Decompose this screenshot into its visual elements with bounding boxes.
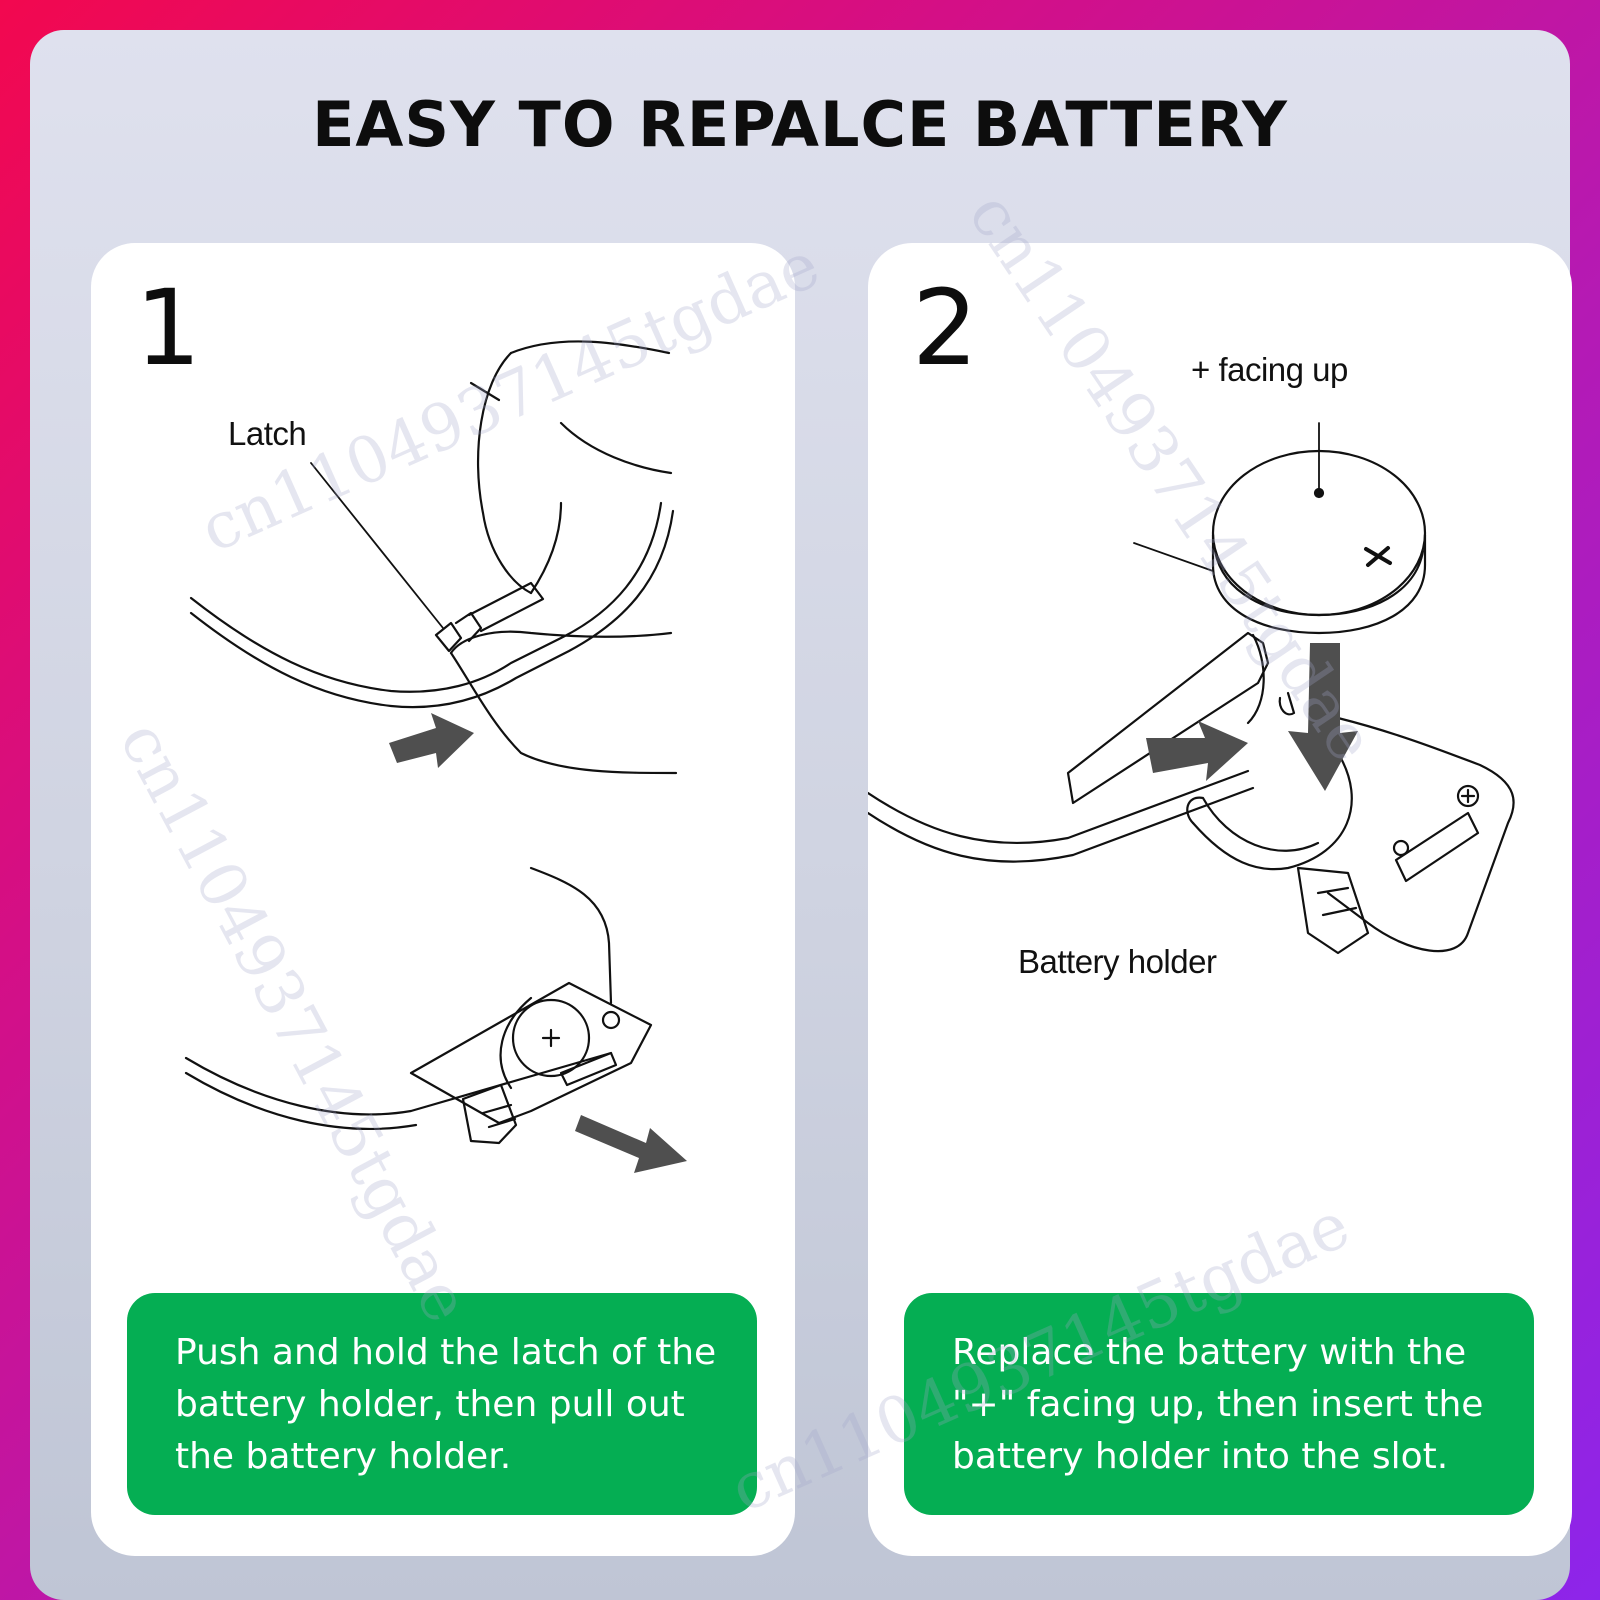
step-2-illustration — [868, 422, 1515, 955]
battery-coin — [511, 998, 591, 1078]
step-1-card: 1 — [91, 243, 795, 1556]
step-2-number: 2 — [912, 267, 979, 389]
step-1-illustration — [184, 340, 687, 1173]
content-frame: EASY TO REPALCE BATTERY 1 — [30, 30, 1572, 1600]
battery-holder — [1326, 716, 1515, 953]
battery-slot — [1066, 631, 1270, 805]
step-2-card: 2 — [868, 243, 1572, 1556]
remote-body-outline-2 — [868, 769, 1250, 845]
step-2-caption: Replace the battery with the "+" facing … — [904, 1293, 1534, 1515]
remote-body-lower — [184, 1051, 613, 1116]
step-1-number: 1 — [135, 267, 202, 389]
latch-shape — [434, 621, 463, 653]
latch-label: Latch — [228, 415, 307, 452]
latch-leader-line — [310, 462, 444, 629]
remote-body-outline — [189, 501, 663, 693]
finger-outline — [509, 340, 671, 355]
down-arrow-icon — [1288, 643, 1358, 791]
page-title: EASY TO REPALCE BATTERY — [312, 88, 1288, 161]
push-arrow-icon — [389, 713, 474, 768]
insert-arrow-icon — [1146, 721, 1248, 781]
battery-holder-pulled — [409, 981, 653, 1125]
step-1-caption: Push and hold the latch of the battery h… — [127, 1293, 757, 1515]
battery-holder-label: Battery holder — [1018, 943, 1217, 980]
pull-arrow-icon — [575, 1115, 687, 1173]
plus-facing-up-label: + facing up — [1191, 351, 1348, 388]
